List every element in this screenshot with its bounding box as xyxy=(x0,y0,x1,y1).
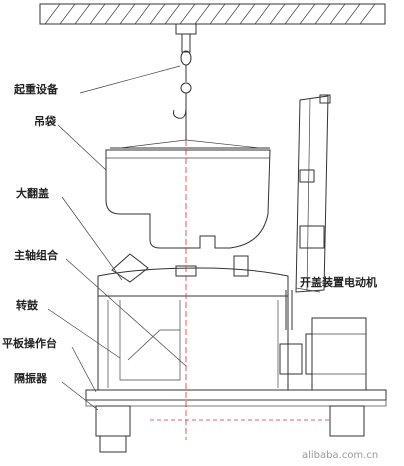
flip-cover-frame xyxy=(285,94,331,330)
hanging-bag xyxy=(105,139,271,249)
label-hanging-bag: 吊袋 xyxy=(34,114,57,128)
leader-lines xyxy=(47,65,321,411)
label-main-shaft-assembly: 主轴组合 xyxy=(14,248,59,262)
ceiling xyxy=(39,3,386,25)
label-vibration-isolator: 隔振器 xyxy=(14,371,48,385)
cover-motor xyxy=(279,317,367,391)
label-flat-plate-operating-platform: 平板操作台 xyxy=(2,336,57,350)
base-platform xyxy=(85,389,387,453)
label-lifting-equipment: 起重设备 xyxy=(13,82,59,96)
label-cover-opening-device-motor: 开盖装置电动机 xyxy=(300,275,377,289)
label-rotating-drum: 转鼓 xyxy=(16,298,39,312)
lifting-hook xyxy=(173,23,197,140)
watermark: alibaba.com.cn xyxy=(302,450,378,461)
label-large-flip-cover: 大翻盖 xyxy=(16,186,49,200)
centrifuge-body xyxy=(97,253,289,391)
